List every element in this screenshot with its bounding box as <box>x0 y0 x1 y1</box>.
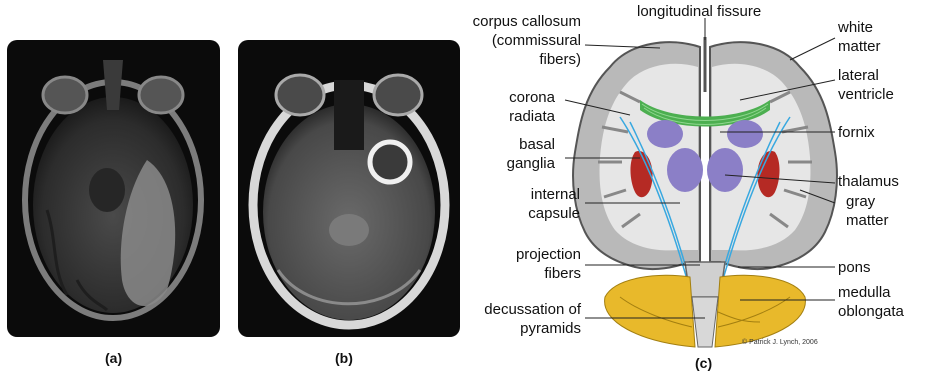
label-pons: pons <box>838 258 871 277</box>
label-medulla-oblongata: medulla oblongata <box>838 283 904 321</box>
label-corpus-callosum: corpus callosum (commissural fibers) <box>455 12 581 69</box>
label-lateral-ventricle: lateral ventricle <box>838 66 894 104</box>
label-thalamus: thalamus <box>838 172 899 191</box>
caption-a: (a) <box>105 350 122 366</box>
label-gray-matter: gray matter <box>846 192 889 230</box>
label-decussation-of-pyramids: decussation of pyramids <box>455 300 581 338</box>
label-internal-capsule: internal capsule <box>475 185 580 223</box>
label-white-matter: white matter <box>838 18 881 56</box>
label-longitudinal-fissure: longitudinal fissure <box>637 2 761 21</box>
caption-c: (c) <box>695 355 712 371</box>
label-projection-fibers: projection fibers <box>475 245 581 283</box>
illustration-credit: © Patrick J. Lynch, 2006 <box>742 339 818 346</box>
label-basal-ganglia: basal ganglia <box>475 135 555 173</box>
label-corona-radiata: corona radiata <box>475 88 555 126</box>
label-fornix: fornix <box>838 123 875 142</box>
caption-b: (b) <box>335 350 353 366</box>
